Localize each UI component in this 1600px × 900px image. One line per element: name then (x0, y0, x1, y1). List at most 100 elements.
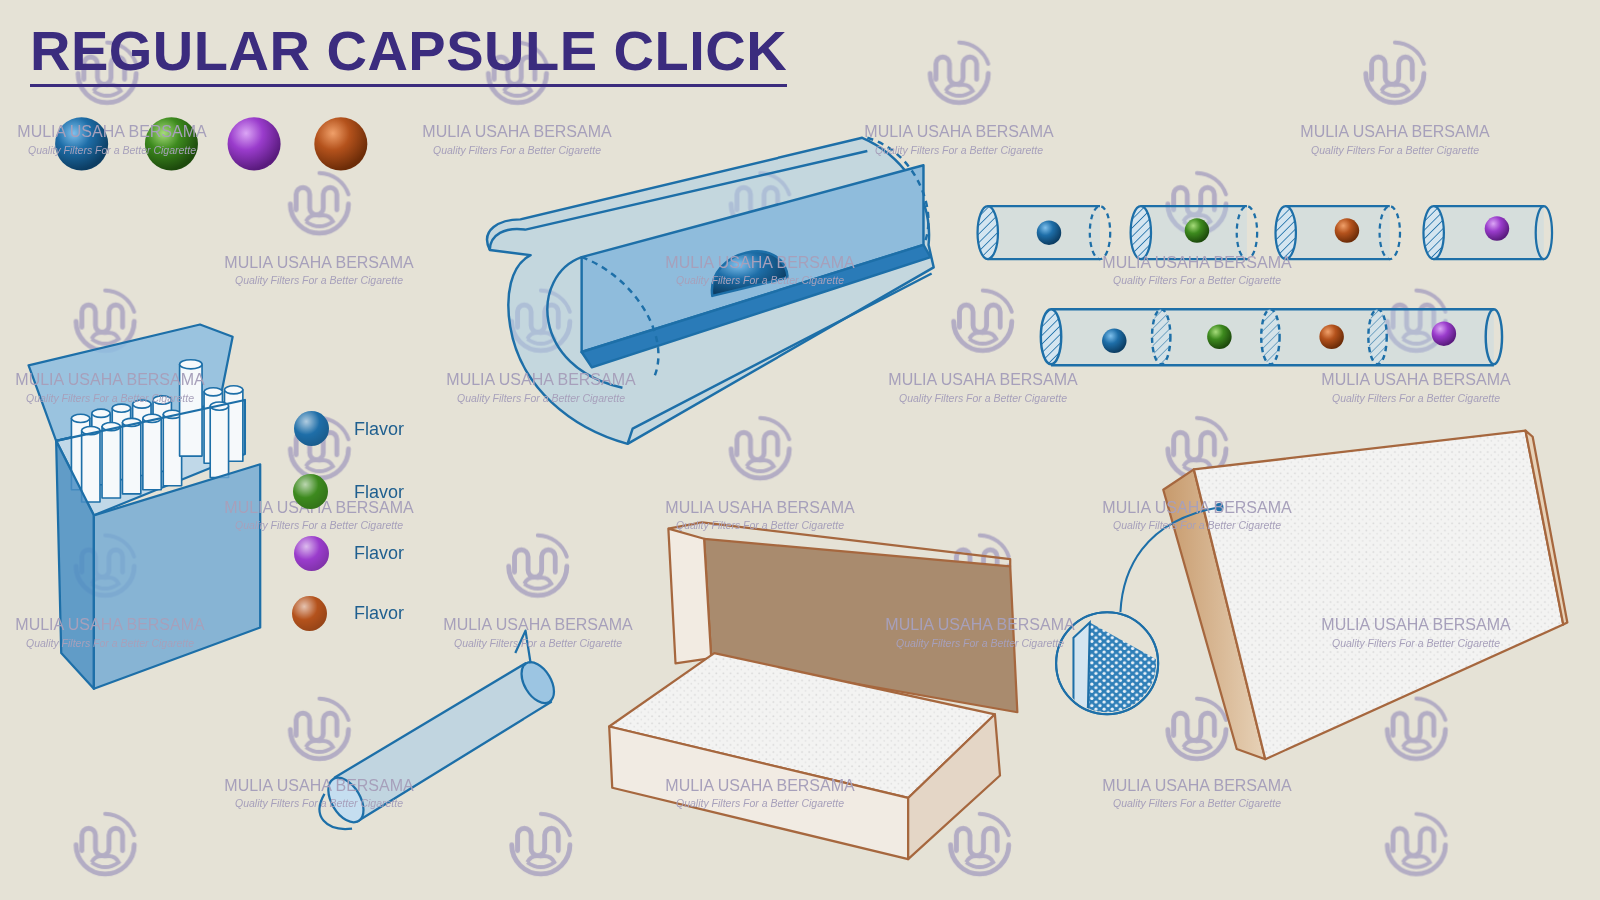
capsule-ball-part (314, 117, 367, 170)
watermark-name: MULIA USAHA BERSAMA (1102, 777, 1291, 795)
watermark-logo-part (512, 814, 570, 874)
filter-paper-roll-part (515, 657, 561, 709)
watermark-tagline: Quality Filters For a Better Cigarette (454, 637, 622, 649)
capsule-filter-segment-part (1286, 205, 1390, 207)
watermark-tagline: Quality Filters For a Better Cigarette (1113, 519, 1281, 531)
watermark-tagline: Quality Filters For a Better Cigarette (433, 144, 601, 156)
legend-label: Flavor (354, 481, 404, 503)
legend-label: Flavor (354, 418, 404, 440)
magnify-callout (1056, 503, 1223, 724)
watermark-logo-part (290, 699, 348, 759)
watermark-name: MULIA USAHA BERSAMA (1321, 616, 1510, 634)
watermark-name: MULIA USAHA BERSAMA (864, 123, 1053, 141)
cigarette-pack-part-part (204, 388, 222, 396)
cigarette-pack-part-part (143, 418, 161, 489)
watermark-name: MULIA USAHA BERSAMA (1102, 254, 1291, 272)
capsule-filter-segment-part (1485, 216, 1509, 240)
cigarette-pack-part-part (102, 427, 120, 498)
watermark-tagline: Quality Filters For a Better Cigarette (676, 797, 844, 809)
watermark-logo-part (1387, 814, 1445, 874)
capsule-filter-rod-part (1102, 329, 1126, 353)
watermark-logo-part (290, 173, 348, 233)
watermark-logo-part (954, 290, 1012, 350)
watermark-name: MULIA USAHA BERSAMA (665, 499, 854, 517)
watermark-name: MULIA USAHA BERSAMA (446, 371, 635, 389)
capsule-filter-segment-part (978, 206, 998, 259)
capsule-filter-segment-part (1286, 258, 1390, 260)
watermark-tagline: Quality Filters For a Better Cigarette (26, 392, 194, 404)
capsule-filter-segment-part (1380, 206, 1400, 259)
capsule-filter-rod (1041, 309, 1502, 365)
filter-box-part (908, 714, 1000, 859)
capsule-filter-segment-part (988, 206, 1100, 259)
legend-label: Flavor (354, 602, 404, 624)
filter-sheet-part (1526, 431, 1568, 625)
capsule-filter-segment-part (1141, 206, 1247, 259)
capsule-filter-rod-part (1051, 309, 1494, 365)
watermark-name: MULIA USAHA BERSAMA (422, 123, 611, 141)
legend-swatch (293, 474, 328, 509)
capsule-filter-segment-part (1434, 258, 1544, 260)
watermark-logo-part (1168, 699, 1226, 759)
watermark-name: MULIA USAHA BERSAMA (1300, 123, 1489, 141)
title: REGULAR CAPSULE CLICK (30, 20, 787, 87)
drawing (29, 42, 1568, 874)
capsule-filter-rod-part (1207, 324, 1231, 348)
watermark-logo-part (951, 814, 1009, 874)
capsule-filter-segment-part (1423, 206, 1443, 259)
capsule-filter-segment-part (1434, 205, 1544, 207)
cigarette-pack-part (94, 464, 260, 688)
legend-swatch (294, 536, 329, 571)
cigarette-pack-part (56, 441, 94, 689)
cigarette-pack-part-part (224, 386, 242, 394)
cigarette-pack-part-part (92, 409, 110, 417)
watermark-name: MULIA USAHA BERSAMA (15, 371, 204, 389)
watermark-tagline: Quality Filters For a Better Cigarette (899, 392, 1067, 404)
capsule-filter-rod-part (1319, 324, 1343, 348)
capsule-filter-segment-part (1434, 206, 1544, 259)
watermark-tagline: Quality Filters For a Better Cigarette (1332, 392, 1500, 404)
watermark-logo-part (1387, 699, 1445, 759)
capsule-filter-segment-part (1536, 206, 1552, 259)
capsule-filter-rod-part (1041, 309, 1061, 364)
cigarette-pack-part-part (122, 422, 140, 493)
watermark-tagline: Quality Filters For a Better Cigarette (875, 144, 1043, 156)
capsule-filter-segment-part (1090, 206, 1110, 259)
filter-tube-part (582, 245, 931, 367)
capsule-filter-segment-part (988, 205, 1100, 207)
legend-swatch (294, 411, 329, 446)
filter-tube-part (582, 165, 924, 352)
cigarette-pack-part-part (180, 360, 202, 369)
watermark-name: MULIA USAHA BERSAMA (224, 777, 413, 795)
watermark-logo-part (731, 418, 789, 478)
capsule-filter-segment-part (1131, 206, 1151, 259)
watermark-logo-part (76, 814, 134, 874)
filter-tube-part (582, 257, 659, 379)
watermark-tagline: Quality Filters For a Better Cigarette (235, 797, 403, 809)
filter-tube-part (547, 257, 622, 388)
capsule-filter-segment-part (988, 258, 1100, 260)
watermark-name: MULIA USAHA BERSAMA (1102, 499, 1291, 517)
capsule-filter-segment-part (1237, 206, 1257, 259)
watermark-name: MULIA USAHA BERSAMA (885, 616, 1074, 634)
capsule-filter-rod-part (1368, 309, 1386, 364)
capsule-filter-rod-part (1152, 309, 1170, 364)
watermark-tagline: Quality Filters For a Better Cigarette (896, 637, 1064, 649)
watermark-tagline: Quality Filters For a Better Cigarette (457, 392, 625, 404)
watermark-name: MULIA USAHA BERSAMA (1321, 371, 1510, 389)
watermark-name: MULIA USAHA BERSAMA (17, 123, 206, 141)
watermark-logo-part (509, 535, 567, 595)
capsule-filter-rod-part (1432, 321, 1456, 345)
watermark-logo (76, 42, 1445, 874)
capsule-filter-segment-part (1185, 218, 1209, 242)
capsule-filter-segment (978, 206, 1552, 259)
capsule-ball-part (228, 117, 281, 170)
capsule-filter-rod-part (1486, 309, 1502, 364)
watermark-logo-part (1366, 42, 1424, 102)
watermark-name: MULIA USAHA BERSAMA (888, 371, 1077, 389)
filter-box-part (668, 529, 711, 664)
watermark-tagline: Quality Filters For a Better Cigarette (1113, 797, 1281, 809)
capsule-filter-segment-part (1286, 206, 1390, 259)
filter-sheet-part (1194, 431, 1563, 760)
cigarette-pack-part-part (210, 406, 228, 477)
